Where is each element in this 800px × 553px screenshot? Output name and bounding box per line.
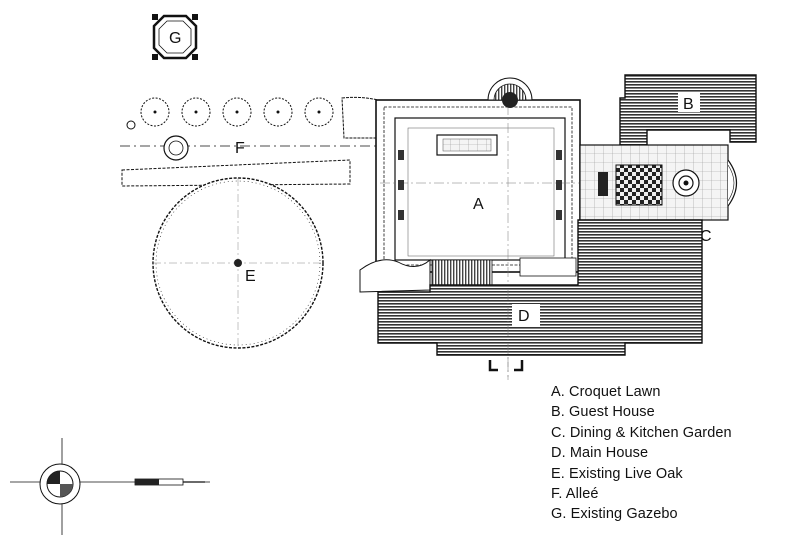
legend-item-gazebo: G. Existing Gazebo (551, 506, 678, 523)
scale-bar-icon (134, 478, 205, 486)
zone-label-d: D (518, 308, 530, 325)
legend-item-croquet-lawn: A. Croquet Lawn (551, 384, 661, 400)
zone-label-c: C (700, 228, 712, 245)
main-house: D (377, 219, 703, 380)
dining-kitchen-garden: C (579, 144, 738, 245)
guest-house: B (619, 74, 757, 151)
north-arrow-icon (10, 438, 210, 535)
legend-item-live-oak: E. Existing Live Oak (551, 465, 683, 482)
zone-label-a: A (473, 196, 484, 213)
live-oak: E (152, 177, 324, 349)
legend-item-main-house: D. Main House (551, 445, 649, 462)
zone-label-b: B (683, 96, 694, 113)
zone-label-f: F (235, 140, 245, 157)
legend: A. Croquet Lawn B. Guest House C. Dining… (551, 382, 791, 525)
zone-label-e: E (245, 268, 256, 285)
gazebo: G (152, 14, 198, 60)
legend-item-dining-kitchen-garden: C. Dining & Kitchen Garden (551, 424, 732, 441)
legend-item-guest-house: B. Guest House (551, 404, 655, 421)
zone-label-g: G (169, 30, 181, 47)
allee: F (120, 96, 383, 187)
legend-item-allee: F. Alleé (551, 486, 599, 503)
croquet-lawn: A (359, 77, 581, 380)
